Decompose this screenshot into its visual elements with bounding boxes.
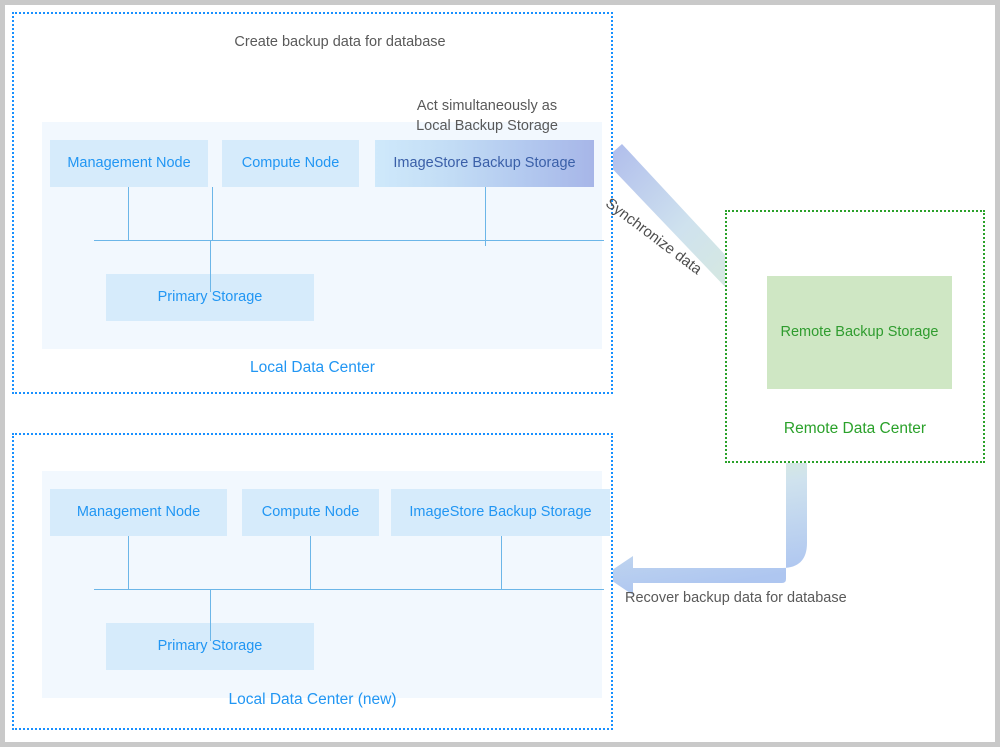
node-label: Remote Backup Storage: [780, 324, 939, 341]
node-label: Compute Node: [241, 155, 340, 172]
local-bottom-panel: Management Node Compute Node ImageStore …: [42, 471, 610, 698]
recover-backup-arrow-icon: [604, 463, 807, 595]
connector-compute-drop: [212, 187, 213, 241]
node-remote-backup-storage[interactable]: Remote Backup Storage: [767, 276, 952, 389]
node-label: Compute Node: [261, 504, 360, 521]
connector-management-drop: [128, 187, 129, 241]
node-management-node[interactable]: Management Node: [50, 489, 227, 536]
node-label: Management Node: [76, 504, 201, 521]
node-label: ImageStore Backup Storage: [393, 155, 576, 172]
node-management-node[interactable]: Management Node: [50, 140, 208, 187]
local-data-center-new-box: Management Node Compute Node ImageStore …: [12, 433, 613, 730]
node-label: Primary Storage: [157, 289, 263, 306]
connector-imagestore-drop: [501, 536, 502, 590]
imagestore-note-label: Act simultaneously as Local Backup Stora…: [416, 98, 558, 134]
local-data-center-caption: Local Data Center: [250, 359, 375, 376]
node-label: Primary Storage: [157, 638, 263, 655]
local-data-center-new-caption: Local Data Center (new): [228, 691, 397, 708]
node-compute-node[interactable]: Compute Node: [242, 489, 379, 536]
node-imagestore-backup-storage[interactable]: ImageStore Backup Storage: [375, 140, 594, 187]
local-top-panel: Management Node Compute Node ImageStore …: [42, 122, 604, 349]
remote-data-center-box: Remote Backup Storage Remote Data Center: [725, 210, 985, 463]
local-data-center-box: Management Node Compute Node ImageStore …: [12, 12, 613, 394]
connector-bus-line: [94, 240, 604, 241]
recover-backup-label: Recover backup data for database: [625, 590, 847, 606]
create-backup-label: Create backup data for database: [234, 34, 446, 50]
connector-primary-storage-drop: [210, 589, 211, 641]
node-compute-node[interactable]: Compute Node: [222, 140, 359, 187]
node-imagestore-backup-storage[interactable]: ImageStore Backup Storage: [391, 489, 610, 536]
synchronize-data-label: Synchronize data: [602, 194, 705, 279]
node-label: ImageStore Backup Storage: [409, 504, 592, 521]
connector-imagestore-drop: [485, 187, 486, 246]
node-label: Management Node: [67, 155, 191, 172]
connector-bus-line: [94, 589, 604, 590]
diagram-stage: Management Node Compute Node ImageStore …: [5, 5, 995, 742]
connector-management-drop: [128, 536, 129, 590]
connector-primary-storage-drop: [210, 240, 211, 292]
remote-data-center-caption: Remote Data Center: [783, 420, 927, 437]
connector-compute-drop: [310, 536, 311, 590]
